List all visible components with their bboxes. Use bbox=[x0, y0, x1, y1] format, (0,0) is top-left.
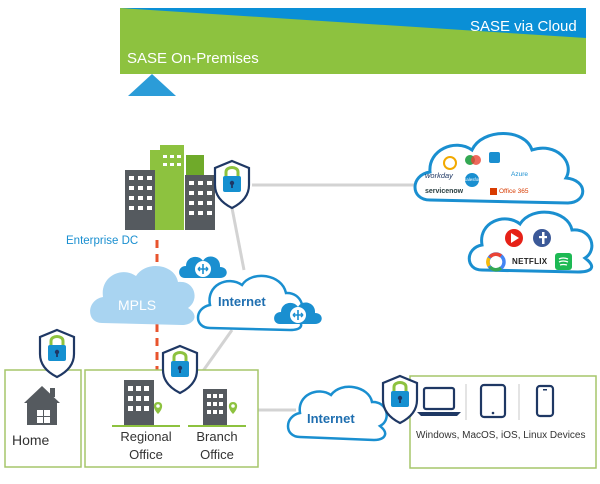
tablet-icon bbox=[479, 383, 507, 419]
sase-cloud-label: SASE via Cloud bbox=[470, 18, 577, 35]
office365-logo: Office 365 bbox=[499, 188, 529, 195]
onprem-pointer-triangle bbox=[128, 74, 176, 96]
youtube-icon bbox=[505, 229, 523, 247]
internet-edge-cloud bbox=[286, 385, 388, 442]
branch-office-label: Branch Office bbox=[196, 429, 238, 462]
laptop-icon bbox=[417, 386, 461, 416]
enterprise-dc-building bbox=[125, 145, 215, 230]
devices-label: Windows, MacOS, iOS, Linux Devices bbox=[416, 430, 586, 441]
servicenow-logo: servicenow bbox=[425, 188, 464, 195]
consumer-apps-cloud bbox=[467, 210, 594, 274]
phone-icon bbox=[535, 384, 555, 418]
dc-lock-shield-icon bbox=[213, 159, 251, 210]
internet-edge-label: Internet bbox=[307, 411, 355, 426]
enterprise-dc-label: Enterprise DC bbox=[66, 235, 139, 247]
mpls-label: MPLS bbox=[118, 297, 157, 313]
regional-office-building-icon bbox=[112, 380, 180, 427]
workday-logo: workday bbox=[425, 171, 453, 180]
regional-office-label: Regional Office bbox=[120, 429, 172, 462]
netflix-logo: NETFLIX bbox=[512, 257, 548, 266]
sase-onprem-banner bbox=[120, 8, 586, 74]
home-icon bbox=[24, 386, 60, 425]
home-label: Home bbox=[12, 432, 50, 448]
google-icon bbox=[486, 252, 506, 272]
salesforce-logo: salesforce bbox=[464, 177, 485, 182]
spotify-icon bbox=[555, 253, 572, 270]
sase-onprem-label: SASE On-Premises bbox=[127, 50, 259, 67]
router-cloud-icon bbox=[178, 255, 228, 279]
branch-office-building-icon bbox=[188, 389, 246, 427]
facebook-icon bbox=[533, 229, 551, 247]
devices-box bbox=[409, 375, 597, 469]
internet-core-label: Internet bbox=[218, 294, 266, 309]
saas-cloud bbox=[413, 132, 585, 205]
azure-logo: Azure bbox=[511, 171, 528, 178]
mpls-cloud bbox=[90, 265, 195, 325]
